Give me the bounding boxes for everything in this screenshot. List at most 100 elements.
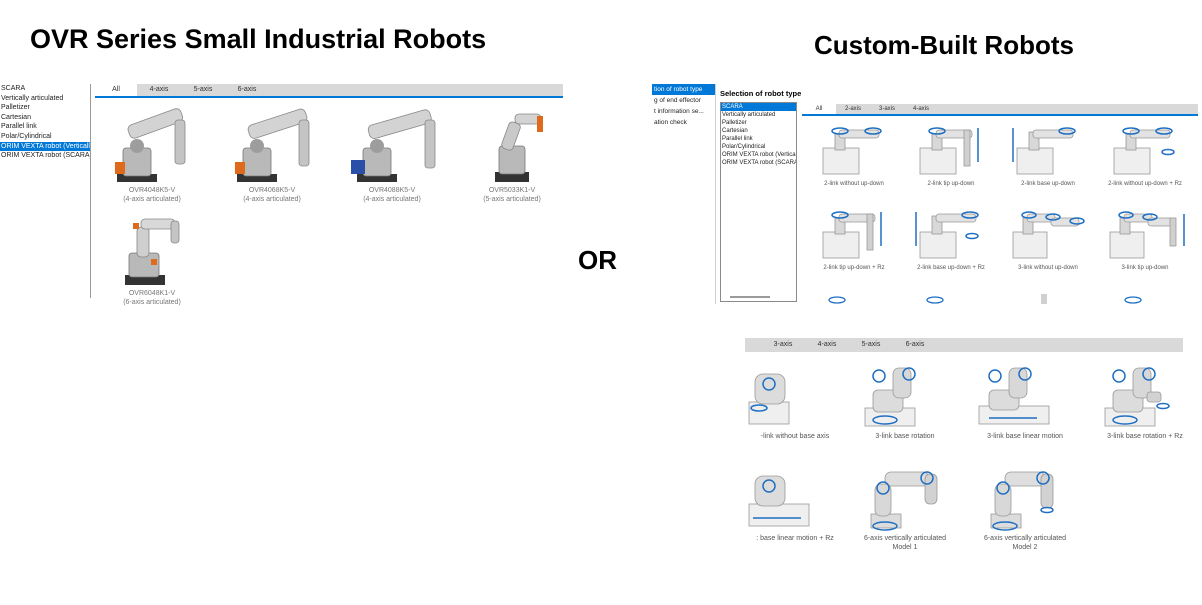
scara-robot-icon	[115, 108, 186, 182]
ovr-series-panel: SCARA Vertically articulated Palletizer …	[0, 80, 563, 306]
robot-config-label: 3-link base rotation	[875, 433, 935, 440]
robot-config-label: 2-link tip up-down	[927, 181, 975, 187]
robot-config-card[interactable]: 3-link base rotation	[845, 362, 965, 441]
robot-model-desc: (6-axis articulated)	[123, 299, 181, 306]
scara-robot-icon	[235, 108, 310, 182]
robot-model-name: OVR4088K5-V	[368, 187, 416, 194]
robot-model-desc: (4-axis articulated)	[243, 196, 301, 203]
tab-4-axis[interactable]: 4-axis	[912, 106, 929, 112]
articulated-config-icon	[870, 471, 938, 531]
robot-model-name: OVR5033K1-V	[488, 187, 536, 194]
custom-robot-type-panel: tion of robot type g of end effector t i…	[652, 84, 1202, 304]
robot-config-card[interactable]: -link without base axis	[735, 362, 855, 441]
robot-config-card[interactable]: 2-link base up-down + Rz	[902, 206, 1000, 272]
robot-model-desc: (5-axis articulated)	[483, 196, 541, 203]
robot-config-card[interactable]: 3-link base rotation + Rz	[1085, 362, 1202, 441]
robot-config-label: 3-link without up-down	[1018, 265, 1078, 271]
robot-type-list[interactable]: SCARA Vertically articulated Palletizer …	[0, 84, 91, 298]
robot-config-card[interactable]: 3-link tip up-down	[1096, 206, 1194, 272]
list-scrollbar[interactable]	[730, 296, 770, 298]
robot-config-card[interactable]: 2-link base up-down	[999, 122, 1097, 188]
articulated-config-icon	[748, 373, 790, 425]
robot-type-item-selected[interactable]: SCARA	[721, 103, 796, 111]
custom-articulated-panel: 3-axis 4-axis 5-axis 6-axis -link withou…	[745, 338, 1185, 553]
robot-model-card[interactable]: OVR5033K1-V (5-axis articulated)	[457, 106, 567, 204]
cropped-config-row	[828, 294, 1142, 304]
robot-config-label: 3-link base rotation + Rz	[1107, 433, 1183, 440]
robot-config-label: 3-link base linear motion	[987, 433, 1063, 440]
tab-all[interactable]: All	[802, 104, 836, 116]
robot-type-item[interactable]: ORIM VEXTA robot (SCARA)	[1, 152, 91, 160]
robot-config-card[interactable]: 6-axis vertically articulated Model 1	[845, 464, 965, 552]
robot-type-item[interactable]: Palletizer	[1, 104, 30, 112]
robot-config-card[interactable]: 2-link tip up-down	[902, 122, 1000, 188]
robot-config-label: -link without base axis	[760, 433, 830, 440]
robot-type-item[interactable]: Cartesian	[1, 113, 31, 121]
robot-config-card[interactable]: 6-axis vertically articulated Model 2	[965, 464, 1085, 552]
tab-3-axis[interactable]: 3-axis	[773, 341, 793, 348]
robot-model-card[interactable]: OVR4068K5-V (4-axis articulated)	[217, 106, 327, 204]
robot-config-label: 2-link without up-down	[824, 181, 884, 187]
wizard-step-information[interactable]: t information se...	[654, 108, 704, 115]
robot-type-item-selected[interactable]: ORIM VEXTA robot (Verticall	[0, 141, 90, 152]
robot-type-item[interactable]: Palletizer	[722, 120, 747, 126]
robot-type-item[interactable]: Vertically articulated	[722, 112, 776, 118]
robot-model-desc: (4-axis articulated)	[363, 196, 421, 203]
robot-model-name: OVR6048K1-V	[128, 290, 176, 297]
tab-6-axis[interactable]: 6-axis	[905, 341, 925, 348]
robot-config-card[interactable]: : base linear motion + Rz	[735, 464, 855, 543]
robot-type-item[interactable]: Parallel link	[1, 123, 37, 131]
robot-config-label: 6-axis vertically articulated	[983, 535, 1067, 542]
scara-config-icon	[915, 211, 979, 259]
robot-model-card[interactable]: OVR4088K5-V (4-axis articulated)	[337, 106, 447, 204]
robot-config-sublabel: Model 2	[1012, 544, 1038, 551]
tab-2-axis[interactable]: 2-axis	[844, 106, 861, 112]
robot-model-card[interactable]: OVR4048K5-V (4-axis articulated)	[97, 106, 207, 204]
wizard-steps: tion of robot type g of end effector t i…	[652, 84, 716, 304]
wizard-step-check[interactable]: ation check	[654, 119, 687, 126]
tab-4-axis[interactable]: 4-axis	[149, 86, 169, 93]
robot-config-card[interactable]: 3-link without up-down	[999, 206, 1097, 272]
wizard-step-end-effector[interactable]: g of end effector	[654, 97, 701, 104]
articulated-config-icon	[864, 367, 916, 427]
robot-config-label: 2-link base up-down	[1021, 181, 1075, 187]
tab-all[interactable]: All	[95, 84, 137, 98]
robot-type-list[interactable]: SCARA Vertically articulated Palletizer …	[720, 102, 797, 302]
robot-type-item[interactable]: Polar/Cylindrical	[722, 144, 766, 150]
robot-config-label: 2-link tip up-down + Rz	[823, 265, 885, 271]
scara-robot-icon	[351, 109, 436, 182]
tab-3-axis[interactable]: 3-axis	[878, 106, 895, 112]
robot-model-card[interactable]: OVR6048K1-V (6-axis articulated)	[97, 209, 207, 307]
axis-tab-bar: 3-axis 4-axis 5-axis 6-axis	[745, 338, 1183, 352]
tab-4-axis[interactable]: 4-axis	[817, 341, 837, 348]
scara-config-icon	[822, 211, 882, 259]
robot-type-item[interactable]: Cartesian	[722, 128, 748, 134]
tab-5-axis[interactable]: 5-axis	[861, 341, 881, 348]
robot-config-card[interactable]: 2-link tip up-down + Rz	[805, 206, 903, 272]
wizard-step-robot-type[interactable]: tion of robot type	[652, 84, 715, 95]
robot-type-item[interactable]: Polar/Cylindrical	[1, 132, 52, 140]
articulated-config-icon	[978, 367, 1050, 425]
robot-type-item[interactable]: ORIM VEXTA robot (SCARA)	[722, 160, 797, 166]
robot-config-label: 6-axis vertically articulated	[863, 535, 947, 542]
robot-type-item[interactable]: SCARA	[1, 85, 26, 92]
scara-config-icon	[822, 127, 882, 175]
robot-config-card[interactable]: 2-link without up-down	[805, 122, 903, 188]
or-label: OR	[578, 245, 617, 275]
section-title: Selection of robot type	[720, 89, 802, 98]
articulated-config-icon	[1104, 367, 1170, 427]
tab-6-axis[interactable]: 6-axis	[237, 86, 257, 93]
scara-config-icon	[919, 127, 979, 175]
robot-type-item[interactable]: Vertically articulated	[1, 94, 64, 102]
robot-config-card[interactable]: 3-link base linear motion	[965, 362, 1085, 441]
robot-model-desc: (4-axis articulated)	[123, 196, 181, 203]
robot-config-card[interactable]: 2-link without up-down + Rz	[1096, 122, 1194, 188]
articulated-config-icon	[748, 475, 810, 527]
robot-config-label: : base linear motion + Rz	[756, 535, 834, 542]
robot-type-item[interactable]: Parallel link	[722, 136, 753, 142]
robot-model-name: OVR4048K5-V	[128, 187, 176, 194]
axis-tab-bar: All 2-axis 3-axis 4-axis	[802, 104, 1198, 116]
robot-type-item[interactable]: ORIM VEXTA robot (Verticall	[722, 152, 797, 158]
articulated-robot-icon	[125, 218, 180, 285]
tab-5-axis[interactable]: 5-axis	[193, 86, 213, 93]
